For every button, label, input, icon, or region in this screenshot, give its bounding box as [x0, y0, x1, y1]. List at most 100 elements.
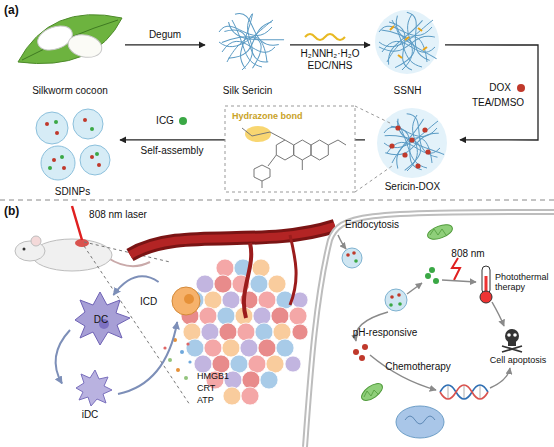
cell-node: ICD: [140, 282, 202, 322]
nanoparticle-illustration: [60, 155, 64, 159]
edge-label: TEA/DMSO: [472, 97, 524, 109]
flow-arrow: [56, 330, 70, 384]
wave-symbol: [305, 34, 345, 40]
sericin-dox-illustration: [422, 127, 427, 132]
nanoparticle-illustration: [45, 122, 49, 126]
nanoparticle-uptake: [398, 302, 402, 306]
nanoparticle-illustration: [36, 109, 110, 180]
text-label: 808 nm laser: [89, 209, 147, 221]
text-label: 808 nm: [451, 248, 484, 260]
image-node: SDINPs: [25, 105, 120, 197]
dying-tumor-cell: [172, 287, 200, 315]
ssnh-illustration: [375, 10, 439, 74]
tumor-illustration: [222, 339, 240, 357]
dendritic-cell: [75, 292, 130, 345]
tumor-illustration: [237, 323, 255, 341]
sericin-dox-illustration: [389, 143, 394, 148]
cocoon-illustration: [66, 32, 104, 61]
inset-leader-lines: [355, 106, 392, 192]
tumor-illustration: [201, 323, 219, 341]
text-label: (b): [4, 205, 19, 219]
tumor-illustration: [214, 275, 232, 293]
skull-symbol: [502, 346, 522, 352]
image-node: SSNH: [370, 8, 445, 96]
molecule-structure: [294, 140, 311, 160]
blood-vessel: [130, 226, 335, 255]
damp-particles: [163, 338, 191, 380]
skull-symbol: [508, 340, 516, 346]
dna-helix: [480, 386, 481, 398]
mitochondria: [430, 229, 446, 235]
skull-symbol: [502, 329, 522, 352]
tumor-illustration: [230, 355, 248, 373]
mouse-illustration: [75, 239, 89, 247]
tumor-illustration: [196, 275, 214, 293]
nanoparticle-uptake: [389, 303, 393, 307]
sericin-dox-illustration: [374, 105, 450, 181]
edge-label: Degum: [149, 29, 181, 41]
cell-membrane: [305, 212, 554, 447]
flow-arrow: [120, 139, 365, 140]
dna-helix: [464, 386, 465, 398]
process-arrows: [490, 368, 510, 388]
cocoon-illustration: [18, 15, 122, 64]
icg-release: [425, 267, 439, 284]
ssnh-illustration: [418, 28, 422, 31]
blood-vessel: [244, 243, 251, 318]
bond-highlight: [245, 126, 271, 142]
node-label: SSNH: [394, 85, 422, 97]
tumor-illustration: [222, 291, 240, 309]
text-label: Photothermal therapy: [495, 272, 553, 293]
sericin-illustration: [211, 1, 290, 80]
tumor-illustration: [248, 355, 266, 373]
nanoparticle-uptake: [397, 293, 401, 297]
nanoparticle-illustration: [52, 158, 56, 162]
dying-tumor-cell: [172, 287, 200, 315]
tumor-illustration: [285, 356, 301, 372]
dna-helix: [440, 385, 488, 399]
blood-vessel: [130, 226, 335, 318]
tumor-illustration: [258, 291, 276, 309]
edge-label: H₂NNH₂·H₂O: [301, 48, 360, 60]
dna-helix: [440, 385, 488, 399]
blood-vessel: [290, 235, 296, 305]
node-label: Silkworm cocoon: [32, 85, 108, 97]
cocoon-illustration: [34, 22, 75, 55]
nanoparticle-illustration: [45, 118, 101, 170]
sericin-dox-illustration: [409, 137, 414, 142]
nanoparticle-illustration: [55, 131, 59, 135]
ssnh-illustration: [423, 47, 427, 50]
nanoparticle-illustration: [36, 112, 68, 144]
process-arrows: [492, 302, 504, 326]
skull-symbol: [513, 333, 517, 337]
mitochondria: [364, 390, 378, 397]
text-label: Hydrazone bond: [232, 111, 303, 121]
process-arrows: [407, 283, 422, 294]
ssnh-illustration: [390, 26, 427, 58]
icg-dot: [179, 117, 187, 125]
text-label: pH-responsive: [353, 327, 417, 339]
nanoparticle-illustration: [97, 163, 101, 167]
tumor-illustration: [260, 371, 278, 389]
flow-arrow: [125, 44, 205, 45]
sericin-dox-illustration: [374, 105, 450, 181]
icg-release: [429, 267, 435, 273]
image-node: Silk Sericin: [205, 8, 290, 96]
thermometer-symbol: [480, 291, 492, 303]
dox-dot: [517, 84, 525, 92]
text-label: ATP: [197, 395, 214, 405]
sericin-dox-illustration: [402, 152, 407, 157]
thermometer-symbol: [480, 266, 492, 303]
edge-label: Self-assembly: [141, 145, 204, 157]
molecule-structure: [276, 140, 293, 160]
process-arrows: [370, 355, 436, 390]
nanoparticle-illustration: [48, 166, 52, 170]
ssnh-illustration: [371, 6, 443, 78]
laser-beam: [72, 206, 82, 240]
nanoparticle-illustration: [90, 127, 94, 131]
dox-release: [353, 349, 359, 355]
cell-node: iDC: [62, 368, 118, 420]
tumor-illustration: [223, 387, 241, 405]
